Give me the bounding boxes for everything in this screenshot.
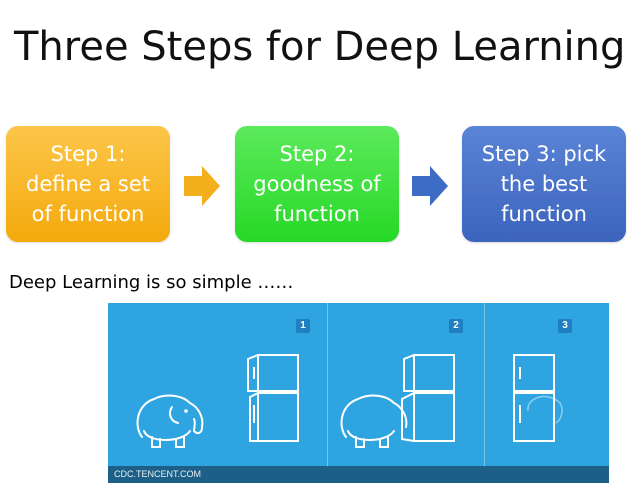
panel-number-3: 3 [558, 319, 572, 333]
step-2-label: Step 2: goodness of function [253, 142, 381, 226]
refrigerator-icon [513, 354, 563, 442]
refrigerator-icon [401, 354, 455, 442]
panel-divider [484, 303, 485, 469]
elephant-icon [136, 394, 204, 448]
panel-divider [327, 303, 328, 469]
arrow-right-icon [184, 166, 220, 206]
illustration-credit: CDC.TENCENT.COM [108, 466, 609, 483]
subtitle-text: Deep Learning is so simple …… [9, 272, 294, 293]
elephant-fridge-illustration: 1 2 3 CDC.TENCENT.COM [108, 303, 609, 483]
step-3-label: Step 3: pick the best function [481, 142, 607, 226]
step-1-label: Step 1: define a set of function [25, 142, 151, 226]
panel-number-2: 2 [449, 319, 463, 333]
panel-number-1: 1 [296, 319, 310, 333]
step-2-box: Step 2: goodness of function [235, 126, 399, 242]
elephant-icon [340, 394, 408, 448]
step-3-box: Step 3: pick the best function [462, 126, 626, 242]
step-1-box: Step 1: define a set of function [6, 126, 170, 242]
refrigerator-icon [247, 354, 299, 442]
page-title: Three Steps for Deep Learning [14, 24, 626, 70]
arrow-right-icon [412, 166, 448, 206]
